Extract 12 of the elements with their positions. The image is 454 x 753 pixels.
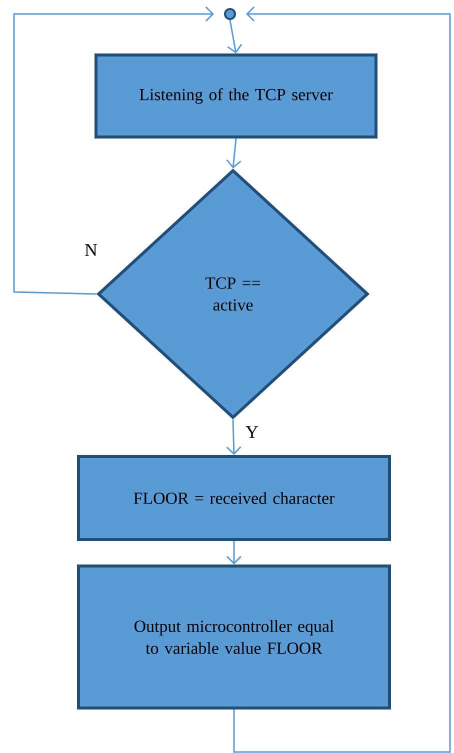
arrow [226,138,242,168]
arrow [226,419,242,455]
arrow [233,6,451,753]
edge-label: N [84,243,98,257]
arrow [226,541,242,564]
process-box: FLOOR = received character [77,455,391,541]
edge-label: Y [244,425,260,439]
junction-dot [224,8,236,20]
arrow [13,6,214,295]
process-box: Output microcontroller equal to variable value FLOOR [77,564,391,710]
arrow [227,20,242,54]
process-box: Listening of the TCP server [94,54,378,138]
